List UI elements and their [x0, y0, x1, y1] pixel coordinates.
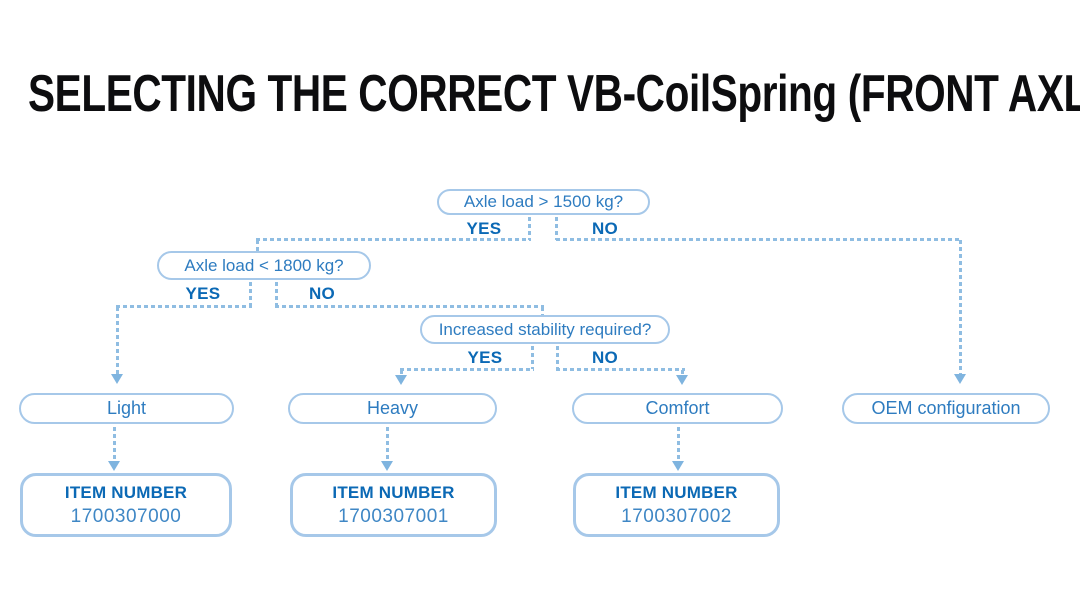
outcome-label: Comfort — [645, 398, 710, 418]
item-number-heading: ITEM NUMBER — [332, 482, 455, 502]
connector-q1-yes-drop — [256, 240, 259, 251]
connector-light-item-drop — [113, 427, 116, 462]
down-arrow-icon — [381, 461, 393, 471]
connector-q3-yes-horizontal — [400, 368, 534, 371]
connector-comfort-item-drop — [677, 427, 680, 462]
outcome-box-comfort: Comfort — [572, 393, 783, 424]
connector-q1-no-drop — [959, 240, 962, 374]
yes-label-q1: YES — [466, 219, 502, 238]
no-label-q2: NO — [308, 284, 336, 303]
connector-q2-no-drop — [541, 307, 544, 316]
down-arrow-icon — [954, 374, 966, 384]
connector-q2-yes-horizontal — [116, 305, 252, 308]
connector-q3-no-drop — [681, 370, 684, 376]
yes-label-q3: YES — [467, 348, 503, 367]
connector-q2-no-horizontal — [275, 305, 544, 308]
outcome-box-heavy: Heavy — [288, 393, 497, 424]
outcome-box-light: Light — [19, 393, 234, 424]
connector-q1-yes-tick — [528, 217, 531, 240]
down-arrow-icon — [676, 375, 688, 385]
no-label-q3: NO — [591, 348, 619, 367]
connector-q1-no-horizontal — [556, 238, 962, 241]
connector-q3-no-horizontal — [556, 368, 685, 371]
item-number-box-light: ITEM NUMBER 1700307000 — [20, 473, 232, 537]
connector-q3-no-tick — [556, 346, 559, 369]
page-title: SELECTING THE CORRECT VB-CoilSpring (FRO… — [28, 65, 1080, 123]
connector-q3-yes-drop — [400, 370, 403, 376]
connector-q3-yes-tick — [531, 346, 534, 369]
item-number-value: 1700307000 — [70, 505, 182, 527]
question-box-increased-stability: Increased stability required? — [420, 315, 670, 344]
connector-q2-no-tick — [275, 282, 278, 306]
question-label: Increased stability required? — [438, 319, 652, 339]
outcome-label: Heavy — [366, 398, 419, 418]
down-arrow-icon — [108, 461, 120, 471]
question-box-axle-load-1800: Axle load < 1800 kg? — [157, 251, 371, 280]
no-label-q1: NO — [591, 219, 619, 238]
item-number-box-heavy: ITEM NUMBER 1700307001 — [290, 473, 497, 537]
outcome-label: Light — [106, 398, 147, 418]
outcome-box-oem-configuration: OEM configuration — [842, 393, 1050, 424]
item-number-value: 1700307001 — [338, 505, 449, 527]
item-number-heading: ITEM NUMBER — [615, 482, 738, 502]
connector-q1-no-tick — [555, 217, 558, 240]
item-number-heading: ITEM NUMBER — [64, 482, 188, 502]
item-number-value: 1700307002 — [621, 505, 732, 527]
yes-label-q2: YES — [185, 284, 221, 303]
connector-q2-yes-tick — [249, 282, 252, 306]
question-label: Axle load > 1500 kg? — [463, 192, 624, 211]
item-number-box-comfort: ITEM NUMBER 1700307002 — [573, 473, 780, 537]
question-label: Axle load < 1800 kg? — [184, 255, 344, 275]
outcome-label: OEM configuration — [871, 398, 1021, 418]
down-arrow-icon — [672, 461, 684, 471]
connector-q1-yes-horizontal — [256, 238, 531, 241]
down-arrow-icon — [111, 374, 123, 384]
down-arrow-icon — [395, 375, 407, 385]
connector-q2-yes-drop — [116, 307, 119, 374]
connector-heavy-item-drop — [386, 427, 389, 462]
question-box-axle-load-1500: Axle load > 1500 kg? — [437, 189, 650, 215]
